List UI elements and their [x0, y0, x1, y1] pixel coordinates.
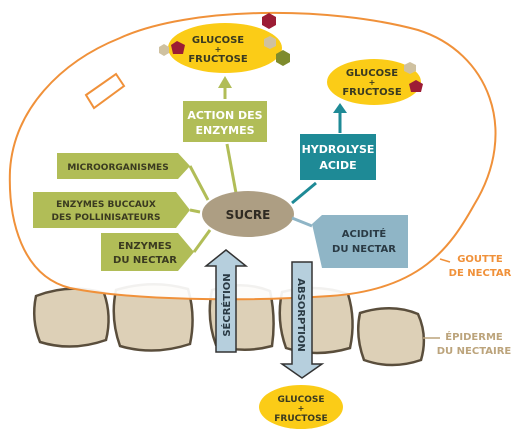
drop-glint	[84, 72, 126, 110]
absorption-label: ABSORPTION	[295, 278, 306, 352]
enzymes-label: ENZYMES	[118, 241, 172, 252]
sucre-to-hydrolyse-arrow	[291, 181, 317, 205]
fructose-pentagon-icon	[409, 80, 423, 92]
fructose-label: FRUCTOSE	[342, 87, 402, 98]
plus-label: +	[215, 45, 222, 54]
secretion-label: SÉCRÉTION	[220, 273, 233, 336]
action-des-label: ACTION DES	[187, 109, 262, 122]
microorganismes-arrow	[188, 165, 210, 201]
sucre-node: SUCRE	[202, 191, 294, 237]
du-nectar-label: DU NECTAR	[332, 244, 396, 255]
enzymes-buccaux-label: ENZYMES BUCCAUX	[56, 200, 156, 210]
fructose-hexagon-icon	[262, 13, 276, 29]
sucre-to-enzymes-arrow	[225, 143, 238, 194]
fructose-pentagon-icon	[171, 41, 185, 54]
arrow-head-icon	[218, 76, 232, 88]
plus-label: +	[369, 78, 376, 87]
epidermis-cell	[32, 287, 110, 348]
glucose-fructose-bottom: GLUCOSE + FRUCTOSE	[259, 385, 343, 429]
glucose-fructose-top: GLUCOSE + FRUCTOSE	[159, 13, 290, 73]
hydrolyse-label: HYDROLYSE	[302, 143, 375, 156]
epiderme-label: ÉPIDERME	[445, 330, 503, 343]
acidite-du-nectar-box: ACIDITÉ DU NECTAR	[312, 215, 408, 268]
sucre-label: SUCRE	[226, 208, 271, 222]
hydrolyse-acide-box: HYDROLYSE ACIDE	[300, 134, 376, 180]
arrow-head-icon	[333, 103, 347, 113]
enzymes-du-nectar-arrow	[192, 229, 212, 253]
glucose-label: GLUCOSE	[192, 35, 244, 46]
glucose-hexagon-icon	[264, 36, 276, 49]
epidermis-cell	[356, 307, 426, 367]
des-pollinisateurs-label: DES POLLINISATEURS	[52, 213, 161, 223]
de-nectar-label: DE NECTAR	[449, 268, 512, 279]
fructose-label: FRUCTOSE	[274, 414, 327, 424]
acide-label: ACIDE	[319, 159, 356, 172]
du-nectar-label: DU NECTAR	[113, 255, 177, 266]
enzymes-buccaux-arrow	[189, 208, 201, 214]
goutte-label: GOUTTE	[457, 254, 503, 265]
plus-label: +	[298, 404, 305, 413]
glucose-hexagon-icon	[404, 62, 416, 74]
acidite-label: ACIDITÉ	[342, 227, 387, 240]
glucose-hexagon-icon	[276, 50, 290, 66]
goutte-pointer	[439, 258, 451, 263]
glucose-fructose-right: GLUCOSE + FRUCTOSE	[327, 59, 423, 105]
enzymes-label: ENZYMES	[195, 124, 254, 137]
microorganismes-box: MICROORGANISMES	[57, 153, 190, 179]
acidite-arrow	[291, 216, 313, 228]
enzymes-du-nectar-box: ENZYMES DU NECTAR	[101, 233, 194, 271]
glucose-hexagon-icon	[159, 44, 169, 56]
action-des-enzymes-box: ACTION DES ENZYMES	[183, 101, 267, 142]
enzymes-buccaux-box: ENZYMES BUCCAUX DES POLLINISATEURS	[33, 192, 190, 228]
du-nectaire-label: DU NECTAIRE	[437, 346, 512, 357]
absorption-arrow: ABSORPTION	[279, 261, 325, 379]
fructose-label: FRUCTOSE	[188, 54, 248, 65]
glucose-label: GLUCOSE	[346, 68, 398, 79]
microorganismes-label: MICROORGANISMES	[67, 163, 168, 173]
glucose-label: GLUCOSE	[278, 395, 325, 405]
secretion-arrow: SÉCRÉTION	[203, 249, 249, 353]
